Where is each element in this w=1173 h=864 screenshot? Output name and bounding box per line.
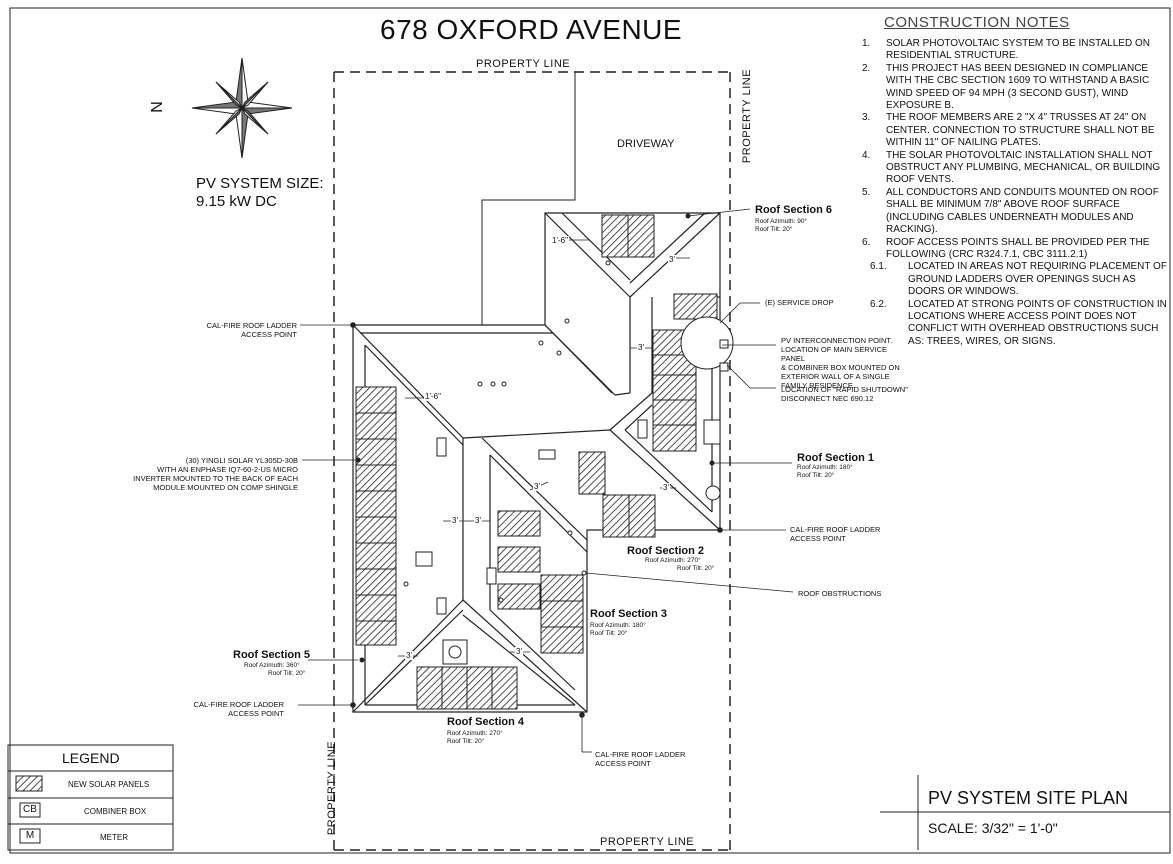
roof-section-5-title: Roof Section 5: [233, 649, 311, 661]
dim-label: 1'-6": [424, 392, 442, 401]
legend-solar-panels-label: NEW SOLAR PANELS: [68, 780, 150, 789]
dim-label: 3': [451, 516, 459, 525]
roof-section-1-tilt: Roof Tilt: 20°: [797, 472, 835, 479]
meter-symbol: M: [25, 830, 35, 841]
note-subitem: 6.1.LOCATED IN AREAS NOT REQUIRING PLACE…: [870, 261, 1167, 298]
driveway-outline: [481, 72, 576, 325]
construction-notes-title: CONSTRUCTION NOTES: [884, 14, 1070, 31]
roof-section-3-tilt: Roof Tilt: 20°: [590, 630, 628, 637]
pv-size-value: 9.15 kW DC: [196, 193, 277, 210]
roof-section-6-azimuth: Roof Azimuth: 90°: [755, 218, 808, 225]
legend-meter-label: METER: [100, 833, 128, 842]
property-line-right: PROPERTY LINE: [741, 68, 754, 164]
roof-section-2-azimuth: Roof Azimuth: 270°: [645, 557, 701, 564]
driveway-label: DRIVEWAY: [617, 138, 675, 150]
callout-leaders: [298, 208, 794, 753]
note-item: 5.ALL CONDUCTORS AND CONDUITS MOUNTED ON…: [862, 186, 1159, 236]
roof-section-3-title: Roof Section 3: [590, 608, 668, 620]
note-item: 1.SOLAR PHOTOVOLTAIC SYSTEM TO BE INSTAL…: [862, 38, 1150, 62]
note-item: 6.ROOF ACCESS POINTS SHALL BE PROVIDED P…: [862, 236, 1150, 260]
interconnection-callout: PV INTERCONNECTION POINT.LOCATION OF MAI…: [781, 336, 900, 390]
dim-label: 3': [533, 482, 541, 491]
dim-label: 3': [637, 343, 645, 352]
title-block-lines: [880, 775, 1170, 850]
sheet-scale: SCALE: 3/32" = 1'-0": [928, 820, 1058, 836]
house-roof: [352, 212, 721, 713]
roof-section-5-azimuth: Roof Azimuth: 360°: [244, 662, 300, 669]
roof-section-4-tilt: Roof Tilt: 20°: [447, 738, 485, 745]
roof-section-2-tilt: Roof Tilt: 20°: [677, 565, 715, 572]
pv-system-size: PV SYSTEM SIZE: 9.15 kW DC: [196, 175, 324, 211]
legend-box: [7, 744, 174, 851]
roof-section-3-azimuth: Roof Azimuth: 180°: [590, 622, 646, 629]
roof-section-4-title: Roof Section 4: [447, 716, 525, 728]
property-line-left: PROPERTY LINE: [326, 740, 339, 836]
construction-notes: 1.SOLAR PHOTOVOLTAIC SYSTEM TO BE INSTAL…: [862, 38, 1168, 348]
roof-section-5-tilt: Roof Tilt: 20°: [268, 670, 306, 677]
dim-label: 1'-6": [551, 236, 569, 245]
dim-label: 3': [515, 647, 523, 656]
roof-section-4-azimuth: Roof Azimuth: 270°: [447, 730, 503, 737]
roof-obstructions-callout: ROOF OBSTRUCTIONS: [798, 589, 882, 598]
callout-dots: [350, 213, 723, 718]
property-line-boundary: [333, 71, 731, 851]
solar-panels: [355, 214, 718, 710]
dim-label: 3': [662, 483, 670, 492]
note-subitem: 6.2.LOCATED AT STRONG POINTS OF CONSTRUC…: [870, 298, 1167, 347]
property-line-top: PROPERTY LINE: [476, 58, 571, 70]
page-title: 678 OXFORD AVENUE: [380, 14, 683, 45]
roof-section-6-tilt: Roof Tilt: 20°: [755, 226, 793, 233]
roof-section-6-title: Roof Section 6: [755, 204, 833, 216]
dim-label: 3': [405, 651, 413, 660]
roof-obstructions: [403, 260, 734, 665]
roof-section-1-title: Roof Section 1: [797, 452, 875, 464]
property-line-bottom: PROPERTY LINE: [600, 836, 695, 848]
dim-label: 3': [668, 255, 676, 264]
rapid-shutdown-callout: LOCATION OF "RAPID SHUTDOWN"DISCONNECT N…: [781, 385, 908, 403]
compass-rose: [191, 57, 293, 159]
service-drop-callout: (E) SERVICE DROP: [765, 298, 834, 307]
note-item: 3.THE ROOF MEMBERS ARE 2 "X 4" TRUSSES A…: [862, 112, 1155, 149]
north-label: N: [148, 101, 166, 113]
note-item: 4.THE SOLAR PHOTOVOLTAIC INSTALLATION SH…: [862, 149, 1161, 186]
note-item: 2.THIS PROJECT HAS BEEN DESIGNED IN COMP…: [862, 62, 1150, 112]
legend-combiner-label: COMBINER BOX: [84, 807, 147, 816]
sheet-title: PV SYSTEM SITE PLAN: [928, 788, 1129, 808]
dim-label: 3': [474, 516, 482, 525]
legend-title: LEGEND: [62, 750, 120, 766]
combiner-box-symbol: CB: [23, 804, 37, 815]
roof-section-2-title: Roof Section 2: [627, 545, 705, 557]
roof-section-1-azimuth: Roof Azimuth: 180°: [797, 464, 853, 471]
pv-size-label: PV SYSTEM SIZE:: [196, 175, 324, 192]
